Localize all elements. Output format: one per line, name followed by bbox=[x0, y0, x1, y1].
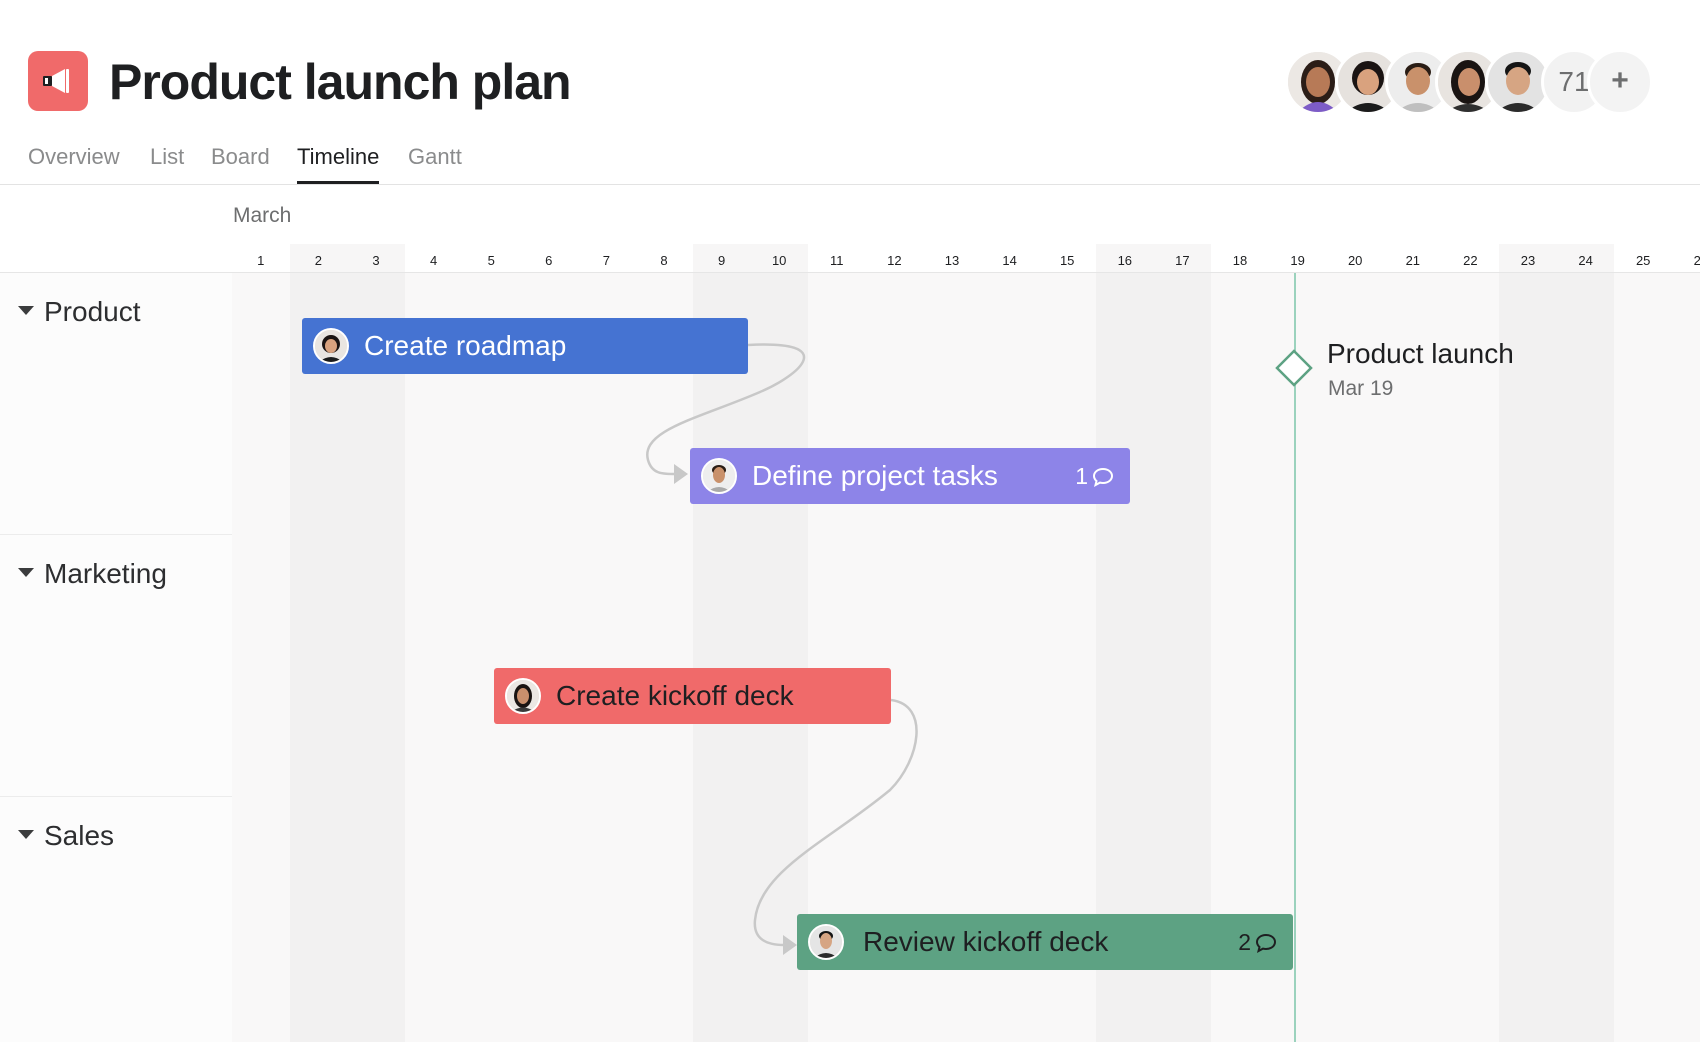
task-name: Create roadmap bbox=[364, 330, 567, 361]
milestone-date: Mar 19 bbox=[1328, 377, 1394, 400]
tab-overview[interactable]: Overview bbox=[28, 144, 120, 169]
tab-board[interactable]: Board bbox=[211, 144, 270, 169]
comment-count[interactable]: 2 bbox=[1238, 929, 1277, 956]
task-name: Create kickoff deck bbox=[556, 680, 794, 711]
milestone-date-line bbox=[1294, 273, 1296, 1042]
person-avatar-icon bbox=[810, 926, 842, 958]
task-bar-define-project-tasks[interactable]: Define project tasks 1 bbox=[690, 448, 1130, 504]
comment-bubble-icon bbox=[1255, 933, 1277, 953]
task-bar-review-kickoff-deck[interactable]: Review kickoff deck 2 bbox=[797, 914, 1293, 970]
milestone-name[interactable]: Product launch bbox=[1327, 338, 1514, 369]
day-label: 20 bbox=[1347, 253, 1363, 268]
person-avatar-icon bbox=[315, 330, 347, 362]
day-label: 26 bbox=[1693, 253, 1700, 268]
weekend-header-band bbox=[1096, 244, 1211, 273]
weekend-band bbox=[1096, 273, 1211, 1042]
weekend-band bbox=[289, 273, 405, 1042]
section-sidebar bbox=[0, 273, 232, 1042]
timeline-grid[interactable] bbox=[232, 273, 1700, 1042]
day-label: 10 bbox=[771, 253, 787, 268]
day-label: 9 bbox=[717, 253, 726, 268]
scale-divider bbox=[0, 272, 1700, 273]
day-label: 3 bbox=[372, 253, 380, 268]
section-label: Product bbox=[44, 296, 141, 327]
weekend-header-band bbox=[289, 244, 405, 273]
section-label: Sales bbox=[44, 820, 115, 851]
day-label: 21 bbox=[1405, 253, 1421, 268]
weekend-header-band bbox=[692, 244, 808, 273]
tab-list[interactable]: List bbox=[150, 144, 185, 169]
day-label: 5 bbox=[487, 253, 495, 268]
assignee-avatar[interactable] bbox=[505, 678, 541, 714]
assignee-avatar[interactable] bbox=[313, 328, 349, 364]
tab-gantt[interactable]: Gantt bbox=[408, 144, 462, 169]
header-divider bbox=[0, 184, 1700, 185]
day-label: 25 bbox=[1635, 253, 1651, 268]
caret-down-icon[interactable] bbox=[18, 568, 34, 578]
add-member-button[interactable]: + bbox=[1587, 49, 1653, 115]
section-header-product[interactable]: Product bbox=[18, 296, 141, 328]
megaphone-icon bbox=[43, 69, 69, 93]
day-label: 16 bbox=[1117, 253, 1133, 268]
section-divider bbox=[0, 534, 232, 535]
day-label: 4 bbox=[429, 253, 438, 268]
comment-count-value: 1 bbox=[1075, 463, 1088, 489]
task-bar-create-kickoff-deck[interactable]: Create kickoff deck bbox=[494, 668, 891, 724]
section-header-marketing[interactable]: Marketing bbox=[18, 558, 167, 590]
tab-timeline[interactable]: Timeline bbox=[297, 144, 380, 184]
assignee-avatar[interactable] bbox=[701, 458, 737, 494]
day-label: 19 bbox=[1290, 253, 1305, 268]
day-label: 24 bbox=[1578, 253, 1593, 268]
person-avatar-icon bbox=[507, 680, 539, 712]
task-name: Define project tasks bbox=[752, 460, 998, 491]
day-label: 12 bbox=[887, 253, 902, 268]
day-label: 18 bbox=[1232, 253, 1248, 268]
day-label: 2 bbox=[314, 253, 322, 268]
section-label: Marketing bbox=[44, 558, 167, 589]
person-avatar-icon bbox=[1488, 52, 1548, 112]
assignee-avatar[interactable] bbox=[808, 924, 844, 960]
comment-count-value: 2 bbox=[1238, 929, 1251, 955]
task-name: Review kickoff deck bbox=[863, 926, 1109, 957]
month-label: March bbox=[233, 204, 292, 227]
project-icon[interactable] bbox=[28, 51, 88, 111]
comment-bubble-icon bbox=[1092, 467, 1114, 487]
day-label: 22 bbox=[1463, 253, 1478, 268]
day-label: 11 bbox=[830, 253, 844, 268]
weekend-band bbox=[1499, 273, 1615, 1042]
day-label: 15 bbox=[1059, 253, 1075, 268]
caret-down-icon[interactable] bbox=[18, 306, 34, 316]
avatar[interactable] bbox=[1485, 49, 1551, 115]
section-divider bbox=[0, 796, 232, 797]
day-label: 7 bbox=[602, 253, 610, 268]
task-bar-create-roadmap[interactable]: Create roadmap bbox=[302, 318, 748, 374]
person-avatar-icon bbox=[703, 460, 735, 492]
comment-count[interactable]: 1 bbox=[1075, 463, 1114, 490]
weekend-header-band bbox=[1499, 244, 1615, 273]
day-label: 1 bbox=[257, 253, 265, 268]
page-title: Product launch plan bbox=[109, 54, 572, 110]
day-label: 14 bbox=[1002, 253, 1017, 268]
person-avatar-icon bbox=[1338, 52, 1398, 112]
caret-down-icon[interactable] bbox=[18, 830, 34, 840]
day-label: 17 bbox=[1175, 253, 1190, 268]
day-label: 23 bbox=[1520, 253, 1536, 268]
section-header-sales[interactable]: Sales bbox=[18, 820, 114, 852]
weekend-band bbox=[692, 273, 808, 1042]
day-label: 13 bbox=[944, 253, 960, 268]
day-label: 8 bbox=[660, 253, 668, 268]
day-label: 6 bbox=[545, 253, 553, 268]
